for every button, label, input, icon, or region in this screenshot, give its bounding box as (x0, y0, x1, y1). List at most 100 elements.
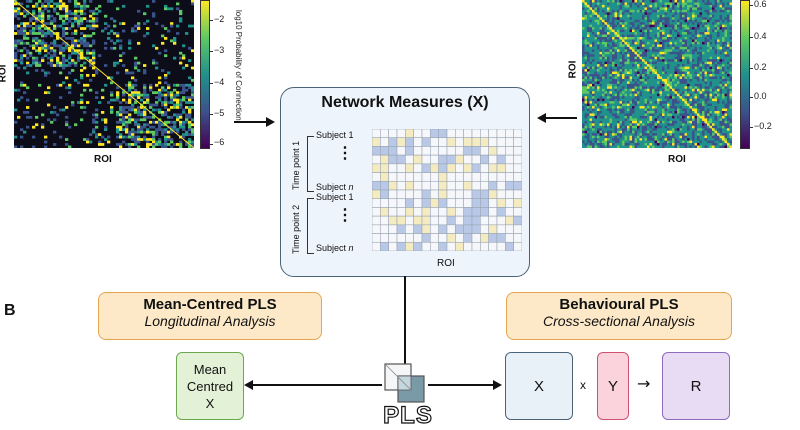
matrix-cell (602, 88, 605, 92)
matrix-cell (672, 140, 675, 144)
matrix-cell (632, 120, 635, 124)
grid-cell (438, 137, 448, 147)
matrix-cell (612, 101, 615, 104)
matrix-cell (607, 113, 610, 117)
matrix-cell (682, 86, 685, 90)
matrix-cell (594, 106, 598, 109)
matrix-cell (188, 133, 192, 136)
matrix-cell (679, 108, 683, 112)
matrix-cell (702, 61, 705, 65)
matrix-cell (712, 108, 715, 112)
matrix-cell (719, 145, 723, 148)
matrix-cell (657, 17, 660, 21)
grid-cell (513, 172, 523, 182)
matrix-cell (92, 54, 96, 58)
matrix-cell (712, 19, 715, 23)
matrix-cell (674, 17, 678, 21)
matrix-cell (609, 71, 613, 75)
matrix-cell (677, 125, 680, 129)
matrix-cell (719, 108, 723, 112)
matrix-cell (185, 130, 189, 134)
matrix-cell (77, 39, 81, 43)
matrix-cell (657, 9, 660, 13)
matrix-cell (627, 61, 630, 65)
matrix-cell (689, 17, 693, 21)
matrix-cell (587, 74, 590, 77)
matrix-cell (667, 14, 670, 18)
matrix-cell (614, 135, 618, 139)
grid-cell (496, 180, 506, 191)
matrix-cell (659, 22, 663, 25)
matrix-cell (629, 37, 633, 40)
matrix-cell (647, 74, 650, 77)
matrix-cell (622, 66, 625, 70)
matrix-cell (594, 17, 598, 21)
matrix-cell (684, 81, 688, 85)
matrix-cell (92, 17, 96, 21)
matrix-cell (669, 4, 673, 8)
matrix-cell (637, 9, 640, 13)
matrix-cell (714, 14, 718, 18)
matrix-cell (617, 76, 620, 80)
grid-cell (421, 154, 431, 165)
matrix-cell (17, 98, 21, 102)
grid-cell (446, 154, 456, 165)
matrix-cell (652, 111, 655, 114)
matrix-cell (609, 34, 613, 38)
matrix-cell (649, 128, 653, 132)
matrix-cell (589, 98, 593, 102)
matrix-cell (607, 130, 610, 134)
matrix-cell (649, 145, 653, 148)
grid-cell (455, 233, 464, 243)
matrix-cell (729, 143, 732, 146)
matrix-cell (629, 49, 633, 53)
matrix-cell (14, 24, 18, 28)
matrix-cell (622, 69, 625, 72)
matrix-cell (702, 12, 705, 16)
matrix-cell (143, 86, 147, 90)
matrix-cell (649, 56, 653, 60)
matrix-cell (614, 108, 618, 112)
matrix-cell (80, 74, 84, 77)
matrix-cell (589, 91, 593, 95)
matrix-cell (584, 120, 588, 124)
matrix-cell (622, 76, 625, 80)
matrix-cell (622, 111, 625, 114)
matrix-cell (702, 130, 705, 134)
matrix-cell (694, 76, 698, 80)
matrix-cell (664, 29, 668, 33)
matrix-cell (128, 120, 132, 124)
matrix-cell (604, 98, 608, 102)
matrix-cell (649, 115, 653, 119)
matrix-cell (599, 133, 603, 136)
matrix-cell (687, 0, 690, 3)
matrix-cell (624, 111, 628, 114)
matrix-cell (614, 115, 618, 119)
matrix-cell (582, 96, 585, 99)
matrix-cell (592, 106, 595, 109)
arrowhead-left-icon (537, 113, 546, 123)
matrix-cell (619, 83, 623, 87)
matrix-cell (689, 98, 693, 102)
grid-cell (455, 128, 464, 139)
matrix-cell (632, 51, 635, 55)
matrix-cell (594, 133, 598, 136)
matrix-cell (649, 98, 653, 102)
matrix-cell (161, 130, 165, 134)
matrix-cell (604, 140, 608, 144)
matrix-cell (59, 64, 63, 67)
matrix-cell (589, 138, 593, 141)
matrix-cell (614, 51, 618, 55)
matrix-cell (612, 86, 615, 90)
matrix-cell (629, 138, 633, 141)
matrix-cell (684, 103, 688, 107)
matrix-cell (582, 86, 585, 90)
matrix-cell (662, 81, 665, 85)
matrix-cell (95, 71, 99, 75)
matrix-cell (164, 145, 168, 148)
grid-cell (438, 128, 448, 139)
matrix-cell (582, 128, 585, 132)
matrix-cell (712, 143, 715, 146)
matrix-cell (582, 46, 585, 50)
matrix-cell (702, 32, 705, 35)
